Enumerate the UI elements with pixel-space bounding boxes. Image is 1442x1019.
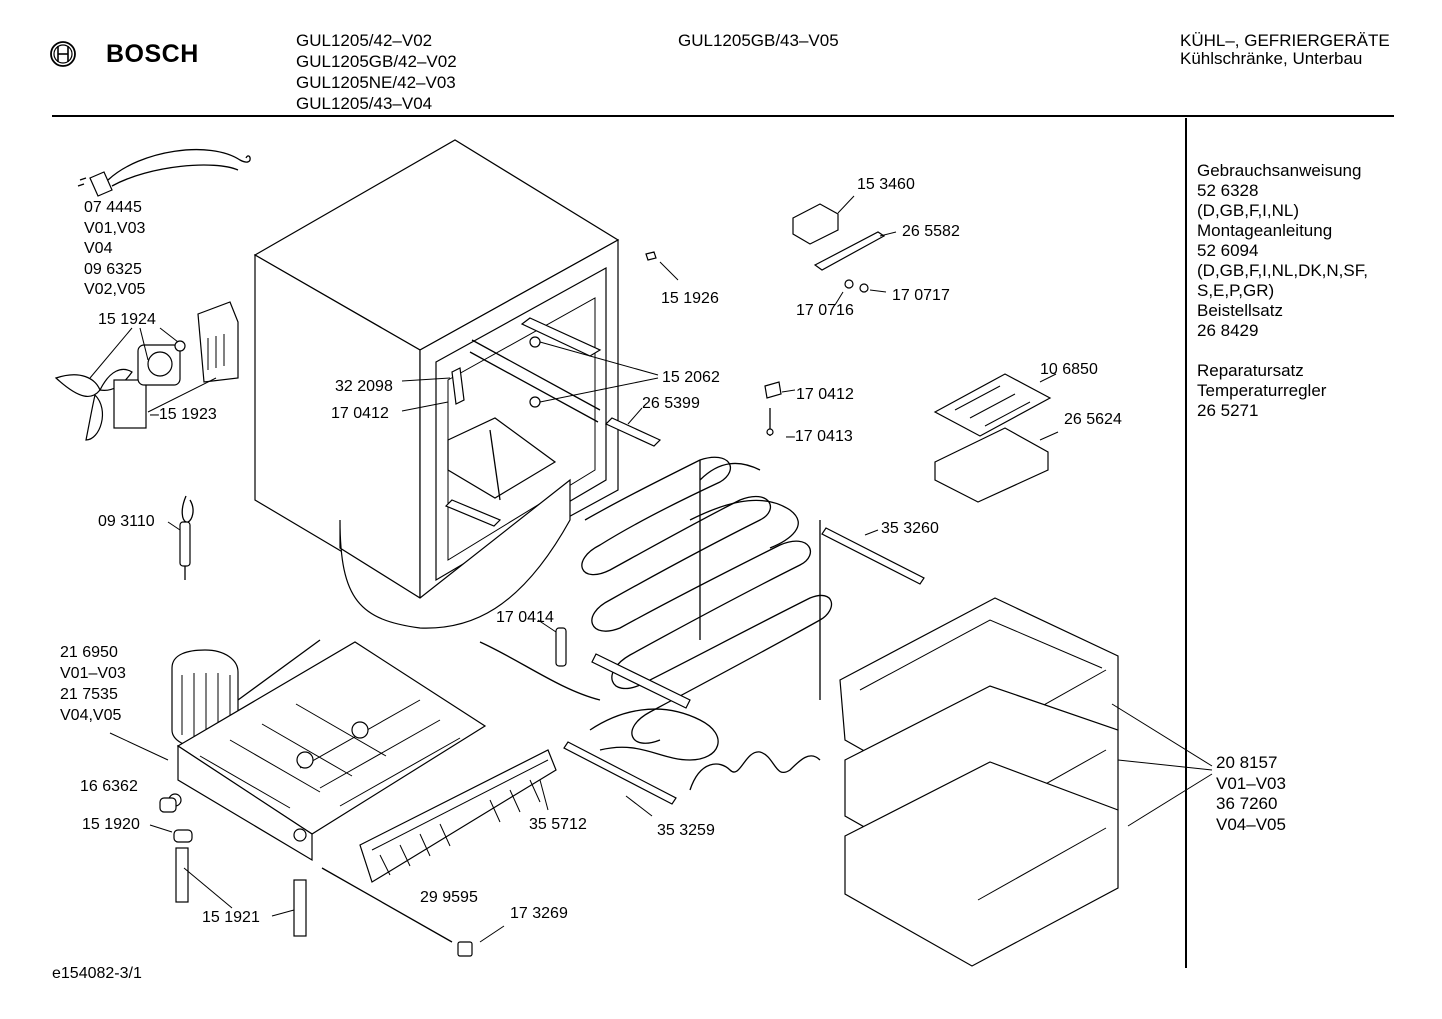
side-info-panel: Gebrauchsanweisung 52 6328 (D,GB,F,I,NL)… bbox=[1197, 161, 1368, 421]
part-label-152062: 15 2062 bbox=[662, 369, 720, 386]
part-label-166362: 16 6362 bbox=[80, 778, 138, 795]
model-item: GUL1205/42–V02 bbox=[296, 31, 433, 50]
part-label-151923: –15 1923 bbox=[150, 406, 217, 423]
screw-151926-icon bbox=[645, 251, 657, 261]
drawer-labels: 20 8157 V01–V03 36 7260 V04–V05 bbox=[1216, 753, 1286, 835]
part-label-353260: 35 3260 bbox=[881, 520, 939, 537]
rods-icon bbox=[321, 741, 677, 957]
part-label-173269: 17 3269 bbox=[510, 905, 568, 922]
base-tray-icon bbox=[168, 641, 487, 862]
part-label-170414: 17 0414 bbox=[496, 609, 554, 626]
model-list: GUL1205/42–V02 GUL1205GB/42–V02 GUL1205N… bbox=[296, 30, 457, 114]
part-label-355712: 35 5712 bbox=[529, 816, 587, 833]
model-item: GUL1205/43–V04 bbox=[296, 94, 433, 113]
side-info-line: Temperaturregler bbox=[1197, 381, 1327, 400]
thermostat-housing-icon bbox=[792, 195, 897, 306]
model-item: GUL1205NE/42–V03 bbox=[296, 73, 456, 92]
part-label-153460: 15 3460 bbox=[857, 176, 915, 193]
part-label-170717: 17 0717 bbox=[892, 287, 950, 304]
part-label: 09 6325 bbox=[84, 260, 142, 278]
part-label-170412-a: 17 0412 bbox=[331, 405, 389, 422]
leader-lines bbox=[89, 327, 217, 761]
side-info-line: Montageanleitung bbox=[1197, 221, 1333, 240]
fan-motor-icon bbox=[54, 301, 239, 441]
part-label: 07 4445 bbox=[84, 199, 142, 216]
brand-name: BOSCH bbox=[106, 40, 199, 68]
part-label: V04–V05 bbox=[1216, 814, 1286, 834]
cabinet-body bbox=[253, 139, 620, 629]
part-label: 21 7535 bbox=[60, 686, 118, 703]
compressor-labels: 21 6950 V01–V03 21 7535 V04,V05 bbox=[60, 642, 126, 726]
document-id: e154082-3/1 bbox=[52, 965, 142, 982]
category-block: KÜHL–, GEFRIERGERÄTE Kühlschränke, Unter… bbox=[1180, 30, 1390, 69]
part-label: 21 6950 bbox=[60, 644, 118, 661]
side-info-line: 52 6094 bbox=[1197, 241, 1259, 260]
ice-tray-icon bbox=[933, 373, 1059, 503]
part-label: 20 8157 bbox=[1216, 753, 1278, 772]
part-label-093110: 09 3110 bbox=[98, 513, 155, 530]
part-label: V01–V03 bbox=[60, 665, 126, 682]
part-label: V01–V03 bbox=[1216, 773, 1286, 793]
part-label-353259: 35 3259 bbox=[657, 822, 715, 839]
part-label-151924: 15 1924 bbox=[98, 311, 156, 328]
temperature-sensor-icon bbox=[167, 495, 194, 580]
model-item: GUL1205GB/42–V02 bbox=[296, 52, 457, 71]
part-label-106850: 10 6850 bbox=[1040, 361, 1098, 378]
part-label-299595: 29 9595 bbox=[420, 889, 478, 906]
part-label-265624: 26 5624 bbox=[1064, 411, 1122, 428]
side-info-line: (D,GB,F,I,NL) bbox=[1197, 201, 1300, 220]
category: KÜHL–, GEFRIERGERÄTE bbox=[1180, 31, 1390, 50]
part-label-151921: 15 1921 bbox=[202, 909, 260, 926]
part-label: V04,V05 bbox=[60, 707, 122, 724]
part-label-265399: 26 5399 bbox=[642, 395, 700, 412]
part-label: V01,V03 bbox=[84, 219, 146, 237]
model-center: GUL1205GB/43–V05 bbox=[678, 31, 839, 50]
part-label-151926: 15 1926 bbox=[661, 290, 719, 307]
part-label-170716: 17 0716 bbox=[796, 302, 854, 319]
power-cord-labels: 07 4445 V01,V03 V04 09 6325 V02,V05 bbox=[84, 198, 145, 301]
part-label-322098: 32 2098 bbox=[335, 378, 393, 395]
part-label: V04 bbox=[84, 240, 113, 257]
feet-icon bbox=[149, 797, 307, 937]
part-label: 36 7260 bbox=[1216, 794, 1278, 813]
side-info-line: 26 5271 bbox=[1197, 401, 1259, 420]
side-info-line: 52 6328 bbox=[1197, 181, 1259, 200]
part-label-265582: 26 5582 bbox=[902, 223, 960, 240]
bosch-logo-icon bbox=[50, 41, 76, 67]
side-info-line: Beistellsatz bbox=[1197, 301, 1283, 320]
side-info-line: Gebrauchsanweisung bbox=[1197, 161, 1362, 180]
ventilation-grille-icon bbox=[359, 749, 557, 883]
side-info-line: (D,GB,F,I,NL,DK,N,SF, bbox=[1197, 261, 1368, 280]
condenser-coil-icon bbox=[479, 456, 925, 791]
subcategory: Kühlschränke, Unterbau bbox=[1180, 49, 1363, 68]
bracket-parts-icon bbox=[401, 336, 662, 447]
switch-parts-icon bbox=[764, 381, 796, 436]
side-info-line: S,E,P,GR) bbox=[1197, 281, 1275, 300]
power-cord-icon bbox=[77, 149, 251, 197]
side-info-line bbox=[1197, 341, 1368, 361]
part-label-151920: 15 1920 bbox=[82, 816, 140, 833]
side-info-line: 26 8429 bbox=[1197, 321, 1259, 340]
part-label-170412-b: 17 0412 bbox=[796, 386, 854, 403]
part-label: V02,V05 bbox=[84, 281, 146, 298]
side-info-line: Reparatursatz bbox=[1197, 361, 1304, 380]
drawer-bottom-icon bbox=[844, 761, 1119, 967]
part-label-170413: –17 0413 bbox=[786, 428, 853, 445]
